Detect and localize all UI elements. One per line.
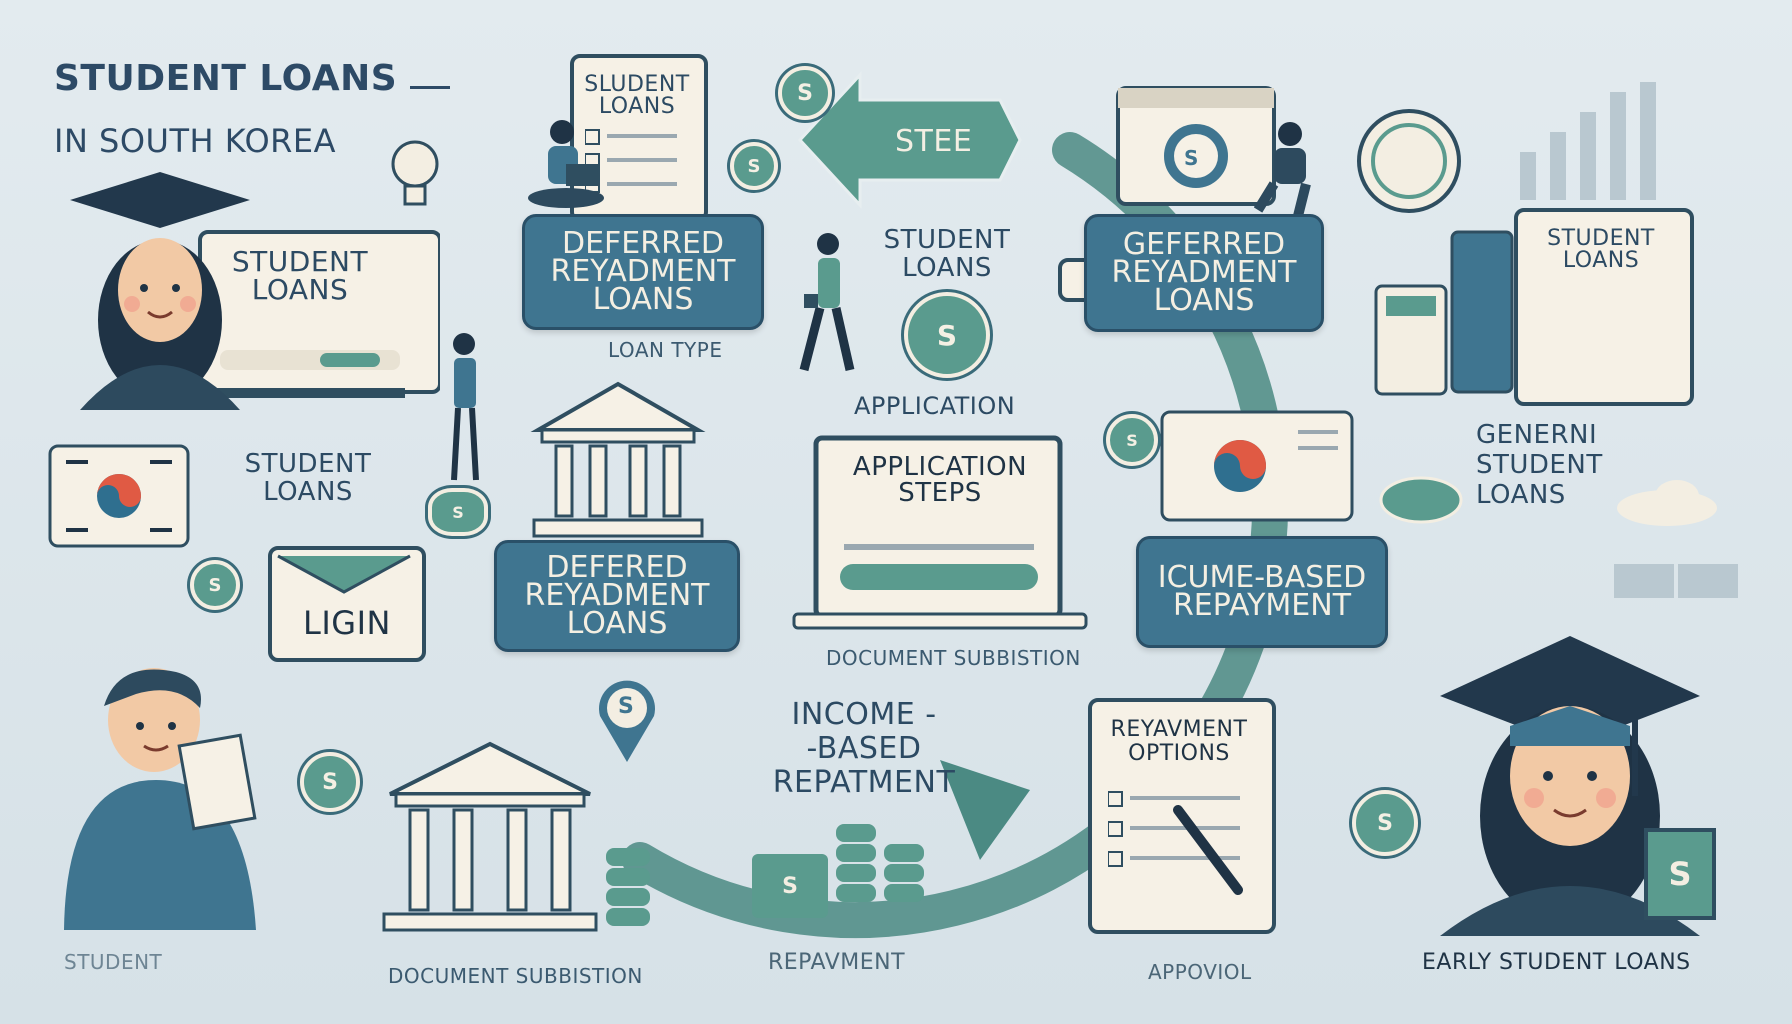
page-title: STUDENT LOANS — [54, 58, 398, 99]
browser-coin-symbol: S — [1184, 146, 1199, 170]
person-laptop-illustration — [528, 120, 604, 208]
right-document-text: STUDENT LOANS — [1547, 226, 1655, 273]
step-arrow — [797, 71, 1022, 209]
deferred-repayment-box-2: GEFERRED REYADMENT LOANS — [1084, 214, 1324, 332]
money-tile: S — [752, 854, 828, 918]
graduate-student-illustration — [70, 172, 440, 410]
right-document — [1514, 208, 1694, 406]
pin-symbol: S — [618, 694, 634, 719]
checklist-lines — [1108, 791, 1243, 895]
envelope-flap-icon — [277, 554, 411, 594]
standing-woman-illustration — [451, 333, 479, 481]
document-submission-center-label: DOCUMENT SUBBISTION — [826, 646, 1081, 670]
student-man-illustration — [64, 668, 257, 930]
page-subtitle: IN SOUTH KOREA — [54, 122, 337, 160]
clock-icon — [1357, 109, 1461, 213]
bank-with-coins-illustration — [382, 741, 650, 932]
application-label: APPLICATION — [854, 392, 1016, 420]
laptop-left-text: STUDENT LOANS — [231, 245, 369, 306]
mailbox-icon — [1379, 476, 1463, 524]
clipboard-top-text: SLUDENT LOANS — [584, 72, 690, 119]
laptop-center-text: APPLICATION STEPS — [852, 452, 1028, 508]
early-student-loans-label: EARLY STUDENT LOANS — [1422, 950, 1691, 975]
student-loans-mid-label: STUDENT LOANS — [883, 225, 1011, 283]
coin-icon: S — [428, 488, 488, 536]
coin-icon: S — [1106, 414, 1158, 466]
repayment-label: REPAVMENT — [768, 950, 906, 975]
center-laptop-illustration — [792, 435, 1088, 630]
coin-icon: S — [1352, 790, 1418, 856]
income-based-repayment-box: ICUME-BASED REPAYMENT — [1136, 536, 1388, 648]
bank-building-icon — [530, 381, 706, 538]
coin-icon: S — [190, 560, 240, 610]
coin-icon: S — [904, 292, 990, 378]
graduate-woman-illustration — [1440, 636, 1700, 936]
sitting-person-illustration — [1254, 122, 1311, 218]
document-submission-bottom-label: DOCUMENT SUBBISTION — [388, 964, 643, 988]
student-label: STUDENT — [64, 950, 163, 974]
lightbulb-icon — [391, 140, 439, 206]
cycle-arrow-head — [940, 760, 1030, 860]
coin-stack-icon — [836, 824, 924, 902]
calculator-phone-illustration — [1374, 230, 1514, 396]
coin-icon: S — [730, 142, 778, 190]
general-student-loans-label: GENERNI STUDENT LOANS — [1476, 420, 1603, 510]
income-based-repatment-label: INCOME - -BASED REPATMENT — [772, 697, 956, 800]
walking-person-illustration — [799, 233, 855, 372]
location-pin-icon — [599, 680, 655, 762]
korea-flag-card — [1160, 410, 1354, 522]
coin-icon: S — [300, 752, 360, 812]
growth-chart-decoration — [1520, 82, 1656, 200]
korea-flag-icon — [48, 444, 190, 548]
repayment-options-text: REYAVMENT OPTIONS — [1110, 717, 1248, 766]
stacked-boxes-decoration — [1614, 564, 1738, 598]
login-text[interactable]: LIGIN — [303, 604, 391, 642]
approval-label: APPOVIOL — [1148, 960, 1252, 984]
student-loans-left-label: STUDENT LOANS — [244, 449, 372, 507]
browser-window-illustration — [1116, 86, 1276, 206]
money-bill-icon: S — [1644, 828, 1716, 920]
cloud-icon — [1617, 480, 1717, 526]
loan-type-label: LOAN TYPE — [608, 338, 723, 362]
title-dash — [410, 86, 450, 89]
deferred-repayment-box-1: DEFERRED REYADMENT LOANS — [522, 214, 764, 330]
deferred-repayment-box-3: DEFERED REYADMENT LOANS — [494, 540, 740, 652]
step-arrow-label: STEE — [895, 124, 973, 159]
coin-icon: S — [778, 66, 832, 120]
